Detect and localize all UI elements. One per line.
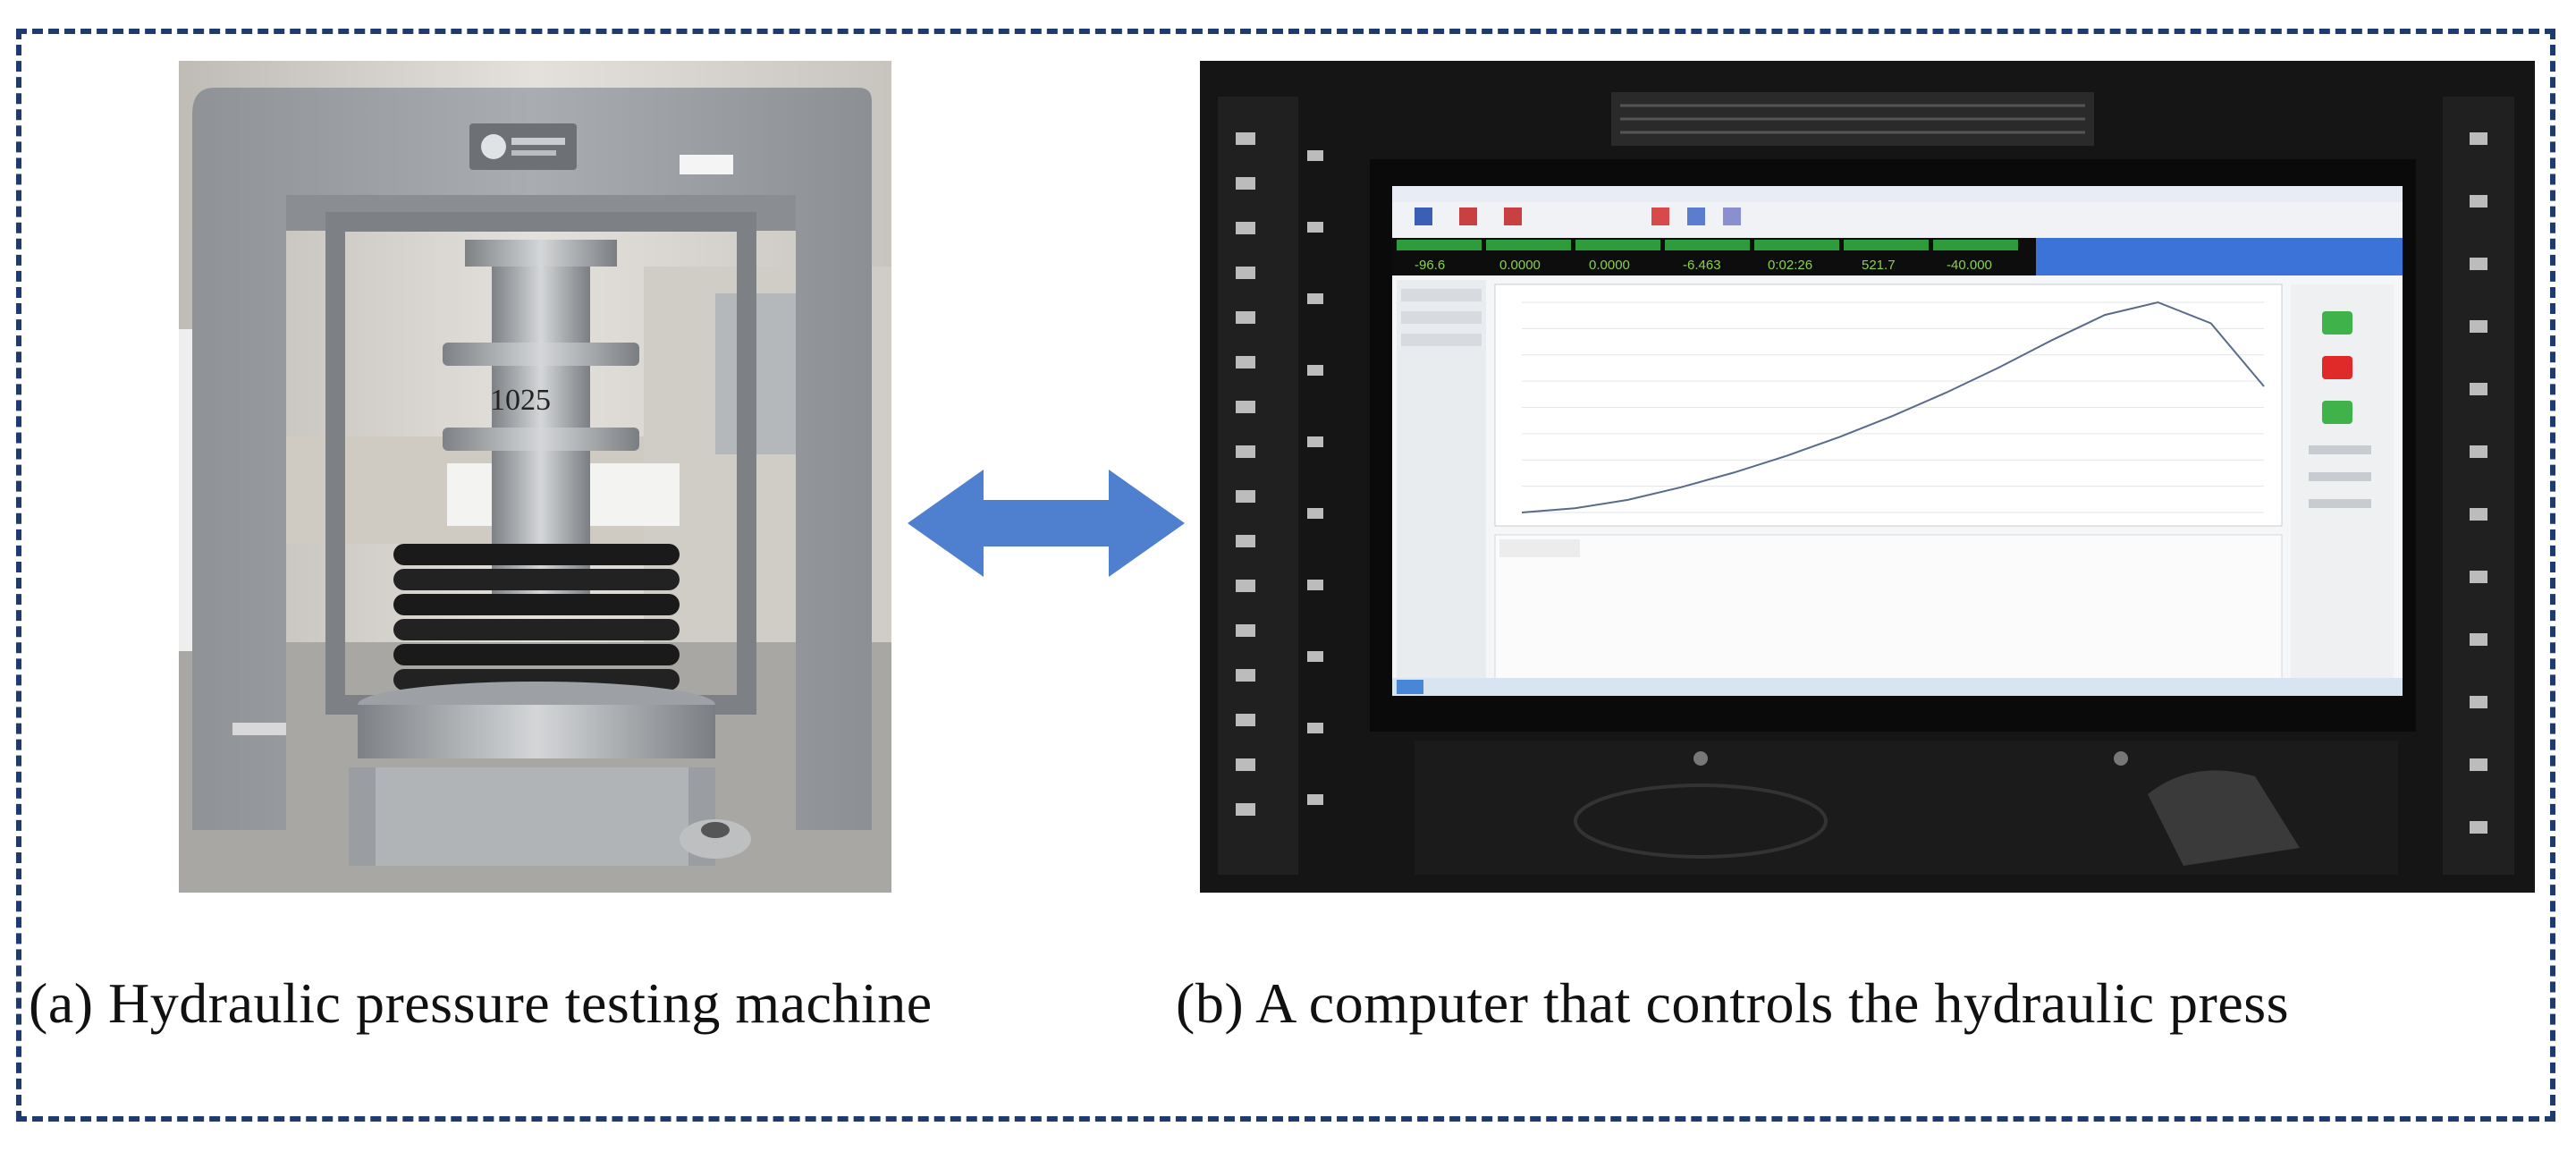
rack-rail-left xyxy=(1236,132,1323,816)
caption-a: (a) Hydraulic pressure testing machine xyxy=(29,971,933,1035)
monitor-in-rack-illustration: -96.6 0.0000 0.0000 -6.463 0:02:26 521.7… xyxy=(1200,61,2535,893)
load-curve xyxy=(1521,301,2265,513)
dashed-figure-border xyxy=(16,29,2555,1122)
up-button-icon xyxy=(2322,311,2352,335)
caption-b: (b) A computer that controls the hydraul… xyxy=(1176,971,2290,1035)
readout-time: 0:02:26 xyxy=(1768,258,1812,273)
specimen-label: 1025 xyxy=(490,384,551,417)
bidirectional-arrow-icon xyxy=(908,470,1185,577)
readout-force: -96.6 xyxy=(1415,258,1445,273)
rack-rail-right xyxy=(2470,132,2487,834)
chart-grid xyxy=(1522,301,2264,513)
stop-button-icon xyxy=(2322,356,2352,379)
hydraulic-press-illustration: 1025 xyxy=(179,61,891,893)
readout-displacement: 0.0000 xyxy=(1499,258,1541,273)
readout-speed: -6.463 xyxy=(1683,258,1721,273)
control-computer-photo: -96.6 0.0000 0.0000 -6.463 0:02:26 521.7… xyxy=(1200,61,2535,893)
readout-peak: 521.7 xyxy=(1862,258,1896,273)
load-curve-line xyxy=(1521,301,2265,513)
down-button-icon xyxy=(2322,401,2352,424)
readout-headers xyxy=(1397,240,2018,250)
hydraulic-press-photo: 1025 xyxy=(179,61,891,893)
readout-deformation: 0.0000 xyxy=(1589,258,1630,273)
readout-extra: -40.000 xyxy=(1947,258,1992,273)
software-screen: -96.6 0.0000 0.0000 -6.463 0:02:26 521.7… xyxy=(1392,186,2403,696)
